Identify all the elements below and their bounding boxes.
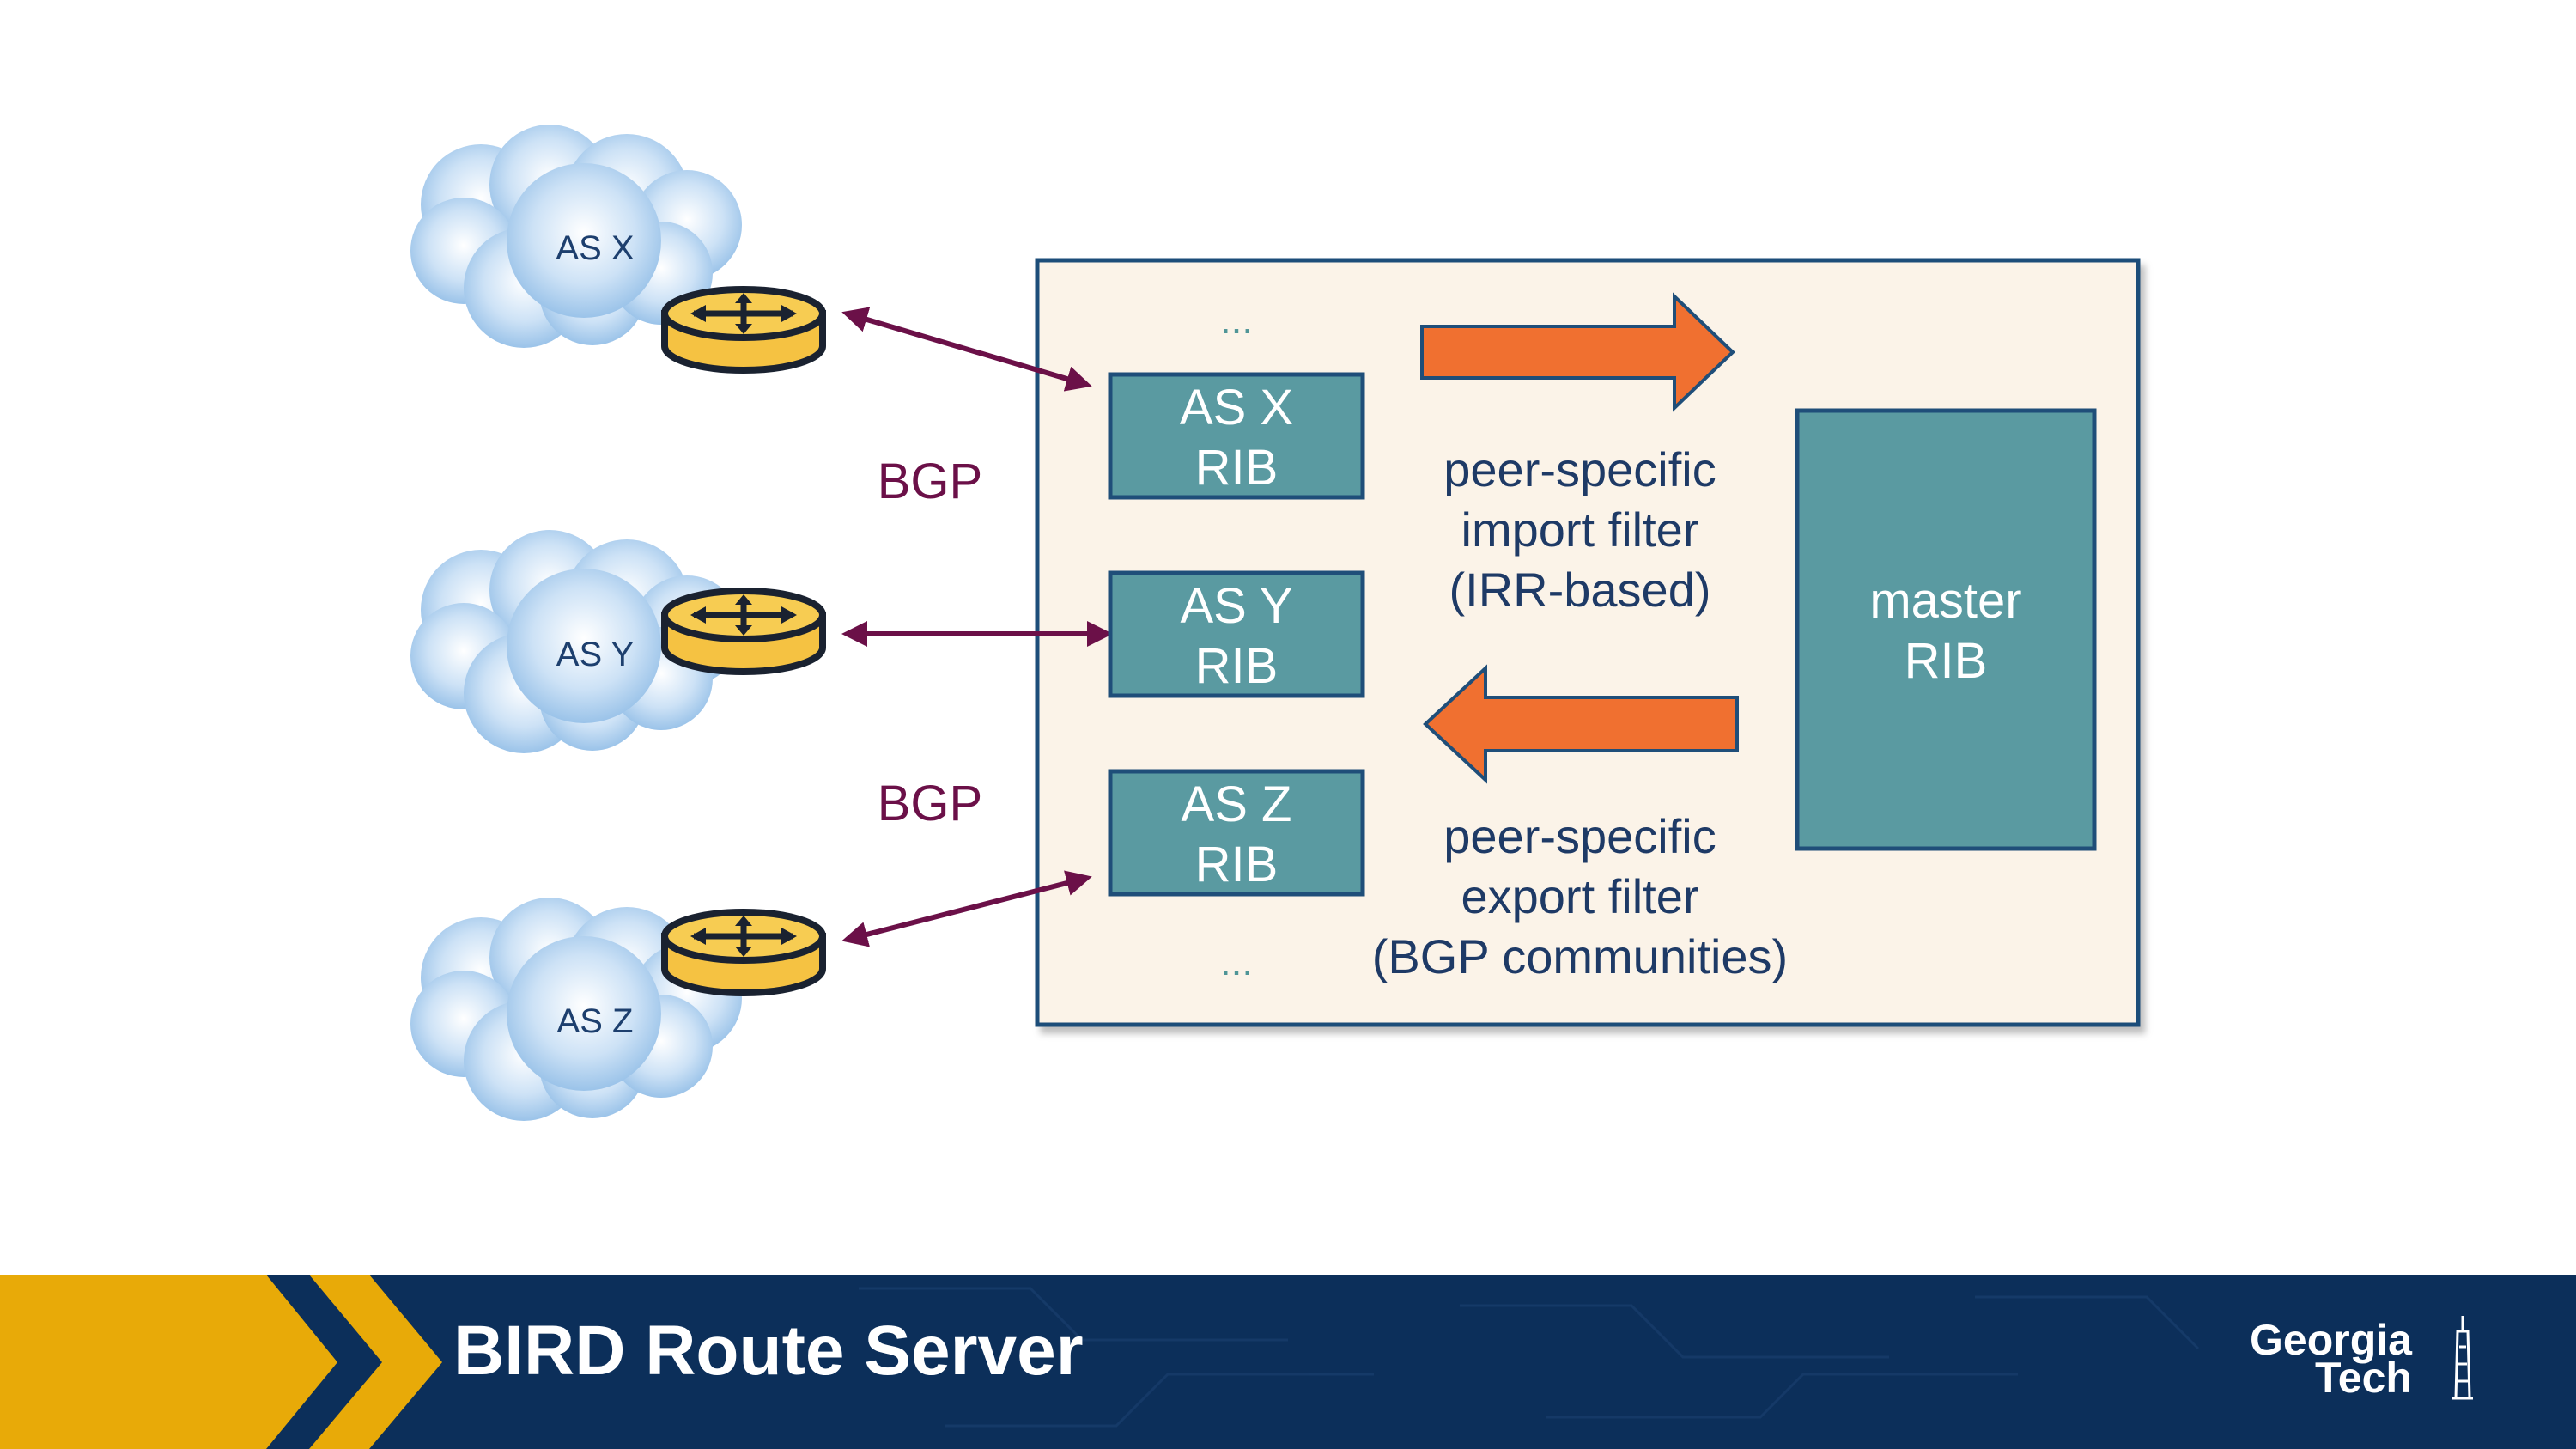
footer-chevron: [309, 1275, 442, 1449]
filter-line: export filter: [1461, 869, 1699, 923]
footer-gold-block: [0, 1275, 337, 1449]
router-icon: [661, 588, 826, 675]
rib-label-line: RIB: [1194, 638, 1279, 694]
filter-line: (BGP communities): [1371, 929, 1789, 983]
rib-label-line: AS Z: [1181, 776, 1292, 832]
export-arrow: [1423, 664, 1739, 784]
export-filter-label: peer-specific export filter (BGP communi…: [1340, 807, 1820, 987]
master-rib-line: RIB: [1904, 633, 1988, 689]
master-rib-box: [1795, 408, 2097, 851]
rib-label-line: RIB: [1194, 837, 1279, 892]
footer-texture: [859, 1287, 2200, 1428]
rib-label-line: AS Y: [1180, 578, 1293, 634]
rib-box-as-y: [1108, 570, 1365, 698]
georgia-tech-logo: Georgia Tech: [2250, 1316, 2412, 1402]
rib-label-as-y: AS Y RIB: [1108, 576, 1365, 697]
bgp-link-z: [841, 870, 1092, 947]
rib-label-as-z: AS Z RIB: [1108, 775, 1365, 895]
router-icon: [661, 909, 826, 996]
cloud-label-as-z: AS Z: [556, 1002, 634, 1040]
logo-line: Tech: [2314, 1354, 2412, 1402]
filter-line: peer-specific: [1443, 809, 1716, 863]
rib-box-as-x: [1108, 372, 1365, 500]
rib-label-line: AS X: [1179, 380, 1294, 435]
filter-line: peer-specific: [1443, 442, 1716, 496]
cloud-label-as-x: AS X: [556, 229, 635, 267]
rib-label-line: RIB: [1194, 440, 1279, 496]
import-arrow: [1420, 292, 1735, 412]
bgp-link-x: [841, 307, 1092, 392]
ellipsis-top: ...: [1219, 297, 1254, 342]
tech-tower-icon: [2452, 1316, 2473, 1400]
rib-box-as-z: [1108, 769, 1365, 897]
filter-line: import filter: [1461, 502, 1699, 557]
master-rib-label: master RIB: [1797, 571, 2094, 691]
router-icon: [661, 286, 826, 374]
import-filter-label: peer-specific import filter (IRR-based): [1340, 440, 1820, 620]
cloud-as-z: [410, 898, 742, 1121]
filter-line: (IRR-based): [1449, 563, 1711, 617]
cloud-label-as-y: AS Y: [556, 636, 635, 673]
logo-line: Georgia: [2250, 1316, 2412, 1364]
slide-title: BIRD Route Server: [453, 1312, 1084, 1390]
bgp-label: BGP: [877, 454, 983, 509]
rib-label-as-x: AS X RIB: [1108, 378, 1365, 498]
master-rib-line: master: [1869, 573, 2022, 629]
ellipsis-bottom: ...: [1219, 939, 1254, 983]
bgp-label: BGP: [877, 776, 983, 831]
